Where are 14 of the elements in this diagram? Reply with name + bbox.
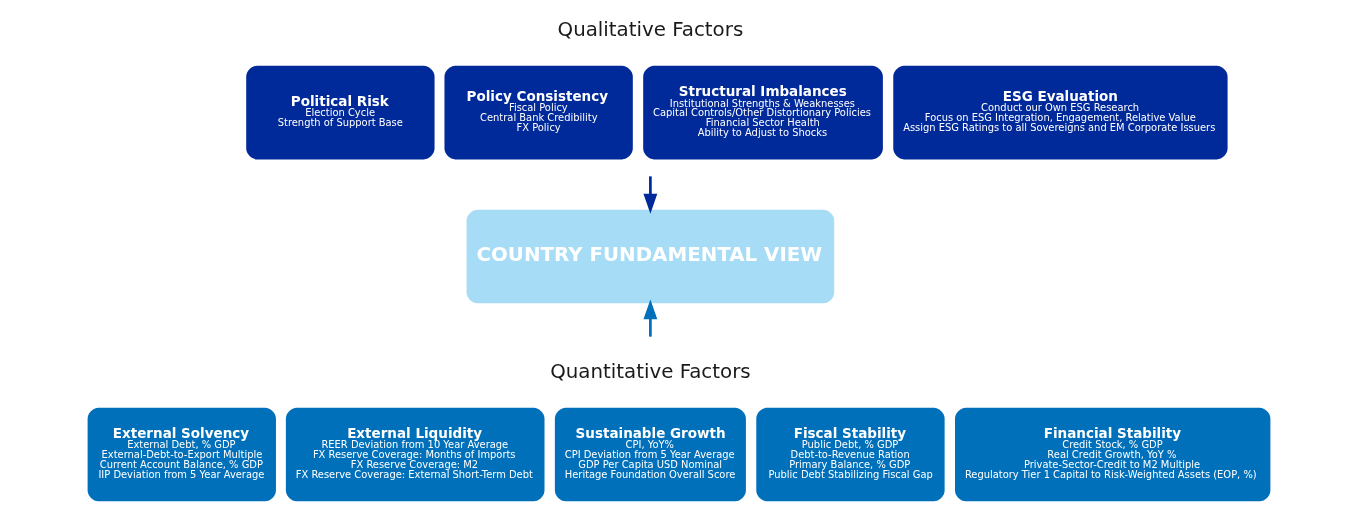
label: Quantitative Factors <box>549 359 751 383</box>
node-box: External Solvency External Debt, % GDP External-Debt-to-Export Multiple Current Account Balance, % GDP IIP Deviation from 5 Year Average <box>87 407 276 502</box>
node-box: Political Risk Election Cycle Strength of Support Base <box>245 65 435 160</box>
arrow <box>642 176 657 214</box>
node-box: External Liquidity REER Deviation from 10 Year Average FX Reserve Coverage: Months of Imports FX Reserve Coverage: M2 FX Reserve Coverage: External Short-Term Debt <box>285 407 544 502</box>
node-box: ESG Evaluation Conduct our Own ESG Research Focus on ESG Integration, Engagement, Relative Value Assign ESG Ratings to all Sovereigns and EM Corporate Issuers <box>892 65 1228 160</box>
arrow <box>642 299 657 337</box>
node-box: COUNTRY FUNDAMENTAL VIEW <box>466 209 834 304</box>
node-box: Financial Stability Credit Stock, % GDP Real Credit Growth, YoY % Private-Sector-Credit to M2 Multiple Regulatory Tier 1 Capital to Risk-Weighted Assets (EOP, %) <box>954 407 1270 502</box>
node-box: Fiscal Stability Public Debt, % GDP Debt-to-Revenue Ration Primary Balance, % GDP Public Debt Stabilizing Fiscal Gap <box>755 407 945 502</box>
node-box: Structural Imbalances Institutional Strengths & Weaknesses Capital Controls/Other Distortionary Policies Financial Sector Health Ability to Adjust to Shocks <box>642 65 883 160</box>
node-box: Sustainable Growth CPI, YoY% CPI Deviation from 5 Year Average GDP Per Capita USD Nominal Heritage Foundation Overall Score <box>554 407 746 502</box>
label: Qualitative Factors <box>557 17 743 41</box>
node-box: Policy Consistency Fiscal Policy Central Bank Credibility FX Policy <box>443 65 633 160</box>
